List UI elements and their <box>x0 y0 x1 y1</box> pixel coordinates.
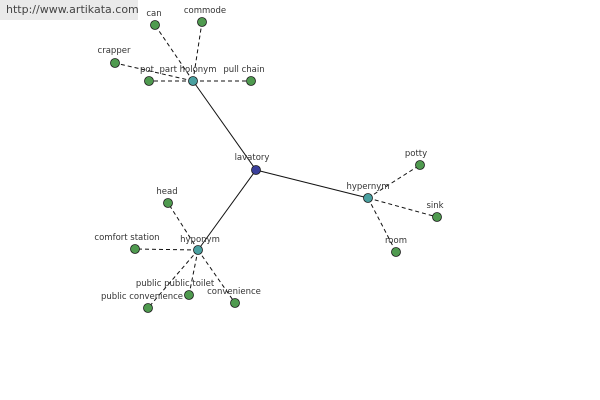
node-public-convenience[interactable] <box>143 303 153 313</box>
label-comfort-station[interactable]: comfort station <box>94 233 159 243</box>
node-convenience[interactable] <box>230 298 240 308</box>
edge-hypernym-potty <box>367 164 421 199</box>
label-public-convenience[interactable]: public convenience <box>101 292 183 302</box>
edge-hyponym-comfort-station <box>134 248 199 251</box>
label-lavatory[interactable]: lavatory <box>235 153 270 163</box>
edge-part-holonym-crapper <box>114 62 194 82</box>
label-convenience[interactable]: convenience <box>207 287 261 297</box>
label-can[interactable]: can <box>146 9 161 19</box>
edge-hyponym <box>197 169 257 251</box>
label-commode[interactable]: commode <box>184 6 226 16</box>
node-public-public-toilet[interactable] <box>184 290 194 300</box>
edge-part-holonym <box>192 80 257 171</box>
node-pull-chain[interactable] <box>246 76 256 86</box>
edge-hyponym-head <box>167 202 199 251</box>
label-sink[interactable]: sink <box>426 201 443 211</box>
edge-hypernym-room <box>367 197 397 253</box>
label-public-public-toilet[interactable]: public public toilet <box>136 279 215 289</box>
label-pot[interactable]: pot <box>140 65 155 75</box>
node-hypernym[interactable] <box>363 193 373 203</box>
label-crapper[interactable]: crapper <box>98 46 131 56</box>
label-room[interactable]: room <box>385 236 407 246</box>
edge-hypernym <box>255 169 369 199</box>
label-hypernym[interactable]: hypernym <box>346 182 389 192</box>
node-can[interactable] <box>150 20 160 30</box>
edge-part-holonym-commode <box>192 21 203 82</box>
edge-hyponym-convenience <box>197 249 236 304</box>
node-commode[interactable] <box>197 17 207 27</box>
edge-hyponym-public-public-toilet <box>188 249 199 296</box>
node-sink[interactable] <box>432 212 442 222</box>
node-head[interactable] <box>163 198 173 208</box>
node-potty[interactable] <box>415 160 425 170</box>
node-crapper[interactable] <box>110 58 120 68</box>
node-hyponym[interactable] <box>193 245 203 255</box>
label-hyponym[interactable]: hyponym <box>180 235 220 245</box>
edge-hyponym-public-convenience <box>147 249 199 309</box>
label-head[interactable]: head <box>156 187 177 197</box>
artikata-watermark[interactable]: http://www.artikata.com <box>0 0 139 20</box>
edge-hypernym-sink <box>367 197 438 218</box>
label-potty[interactable]: potty <box>405 149 427 159</box>
node-comfort-station[interactable] <box>130 244 140 254</box>
node-room[interactable] <box>391 247 401 257</box>
node-lavatory[interactable] <box>251 165 261 175</box>
node-part-holonym[interactable] <box>188 76 198 86</box>
label-part-holonym[interactable]: part holonym <box>160 65 217 75</box>
edge-part-holonym-can <box>154 24 194 82</box>
node-pot[interactable] <box>144 76 154 86</box>
label-pull-chain[interactable]: pull chain <box>223 65 264 75</box>
